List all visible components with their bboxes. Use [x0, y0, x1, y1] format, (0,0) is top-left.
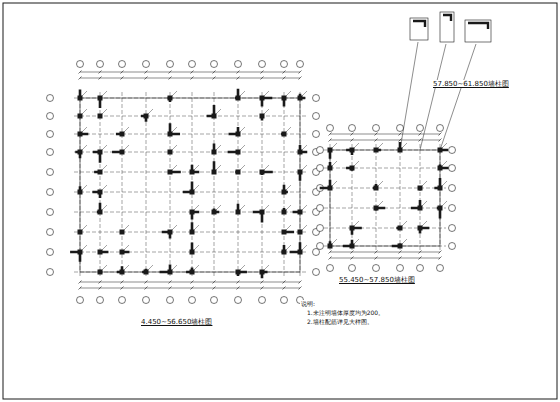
plan-title: 55.450~57.850墙柱图	[338, 276, 416, 284]
note-heading: 说明:	[300, 300, 316, 307]
note-text: 2.墙柱配筋详见大样图。	[306, 318, 374, 325]
note-text: 1.未注明墙体厚度均为200。	[306, 309, 385, 316]
plan-title: 57.850~61.850墙柱图	[432, 80, 510, 88]
plan-title: 4.450~56.650墙柱图	[140, 318, 213, 326]
